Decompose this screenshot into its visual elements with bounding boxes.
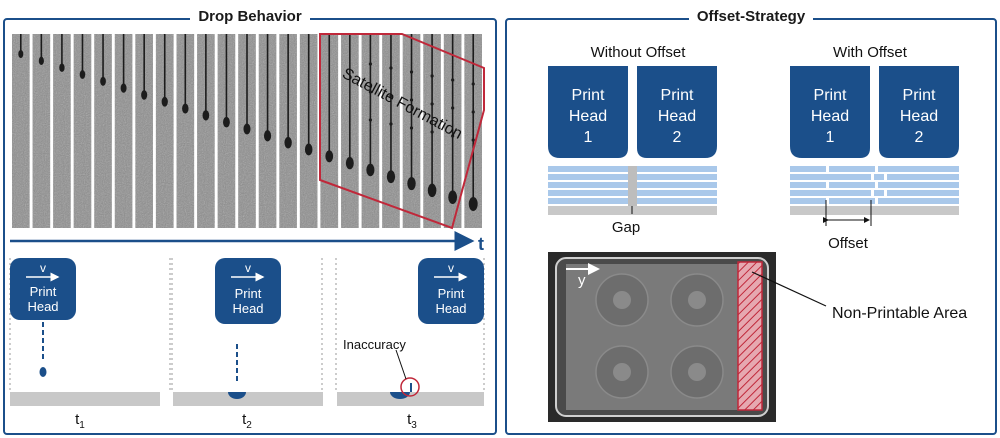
strip-frame xyxy=(423,34,441,228)
velocity-label: v xyxy=(245,261,251,275)
head-label-line: 1 xyxy=(826,129,835,146)
head-label-line: Head xyxy=(569,108,607,125)
gear-hub xyxy=(688,291,706,309)
head-label-line: Print xyxy=(572,87,605,104)
printed-layer-row xyxy=(548,198,717,204)
strip-frame xyxy=(464,34,482,228)
strip-frame xyxy=(94,34,112,228)
head-label-line: Print xyxy=(661,87,694,104)
strip-frame xyxy=(258,34,277,228)
non-printable-area-label: Non-Printable Area xyxy=(832,305,967,322)
gear-hub xyxy=(613,291,631,309)
head-label-line: Head xyxy=(900,108,938,125)
satellite-highlight-frame xyxy=(319,33,485,230)
without-offset-diagram: Without Offset Print Head 1 Print Head 2… xyxy=(548,44,717,236)
strip-frame xyxy=(197,34,215,228)
strip-frame xyxy=(73,34,92,228)
inaccuracy-circle xyxy=(400,377,420,397)
head-label-line: Head xyxy=(811,108,849,125)
time-label-t1: t1 xyxy=(75,411,85,431)
strip-frame xyxy=(341,34,359,228)
printed-layer-row xyxy=(790,190,959,196)
print-head-line: Head xyxy=(232,301,263,316)
with-offset-title: With Offset xyxy=(833,44,908,61)
head-label-line: Print xyxy=(814,87,847,104)
build-platform-photo: y xyxy=(548,252,776,422)
gap-label: Gap xyxy=(612,219,640,236)
time-label-t2: t2 xyxy=(242,411,252,431)
drop-image-strip: Satellite Formation xyxy=(10,33,485,230)
print-head-line: Head xyxy=(435,301,466,316)
head-label-line: 1 xyxy=(584,129,593,146)
strip-frame xyxy=(32,34,51,228)
print-head-2-block xyxy=(879,66,959,158)
strip-frame xyxy=(114,34,133,228)
inaccuracy-label: Inaccuracy xyxy=(343,337,406,352)
strip-frame xyxy=(12,34,30,228)
print-head-1-block xyxy=(548,66,628,158)
head-label-line: Head xyxy=(658,108,696,125)
inaccuracy-pointer xyxy=(395,349,407,380)
substrate xyxy=(10,392,160,406)
printed-layer-row xyxy=(548,174,717,180)
velocity-label: v xyxy=(448,261,454,275)
printed-layer-row xyxy=(548,166,717,172)
print-head-t3: v Print Head xyxy=(418,258,484,324)
strip-frame xyxy=(238,34,256,228)
strip-frame xyxy=(320,34,339,228)
strip-frame xyxy=(299,34,318,228)
offset-label: Offset xyxy=(828,235,869,252)
print-head-t1: v Print Head xyxy=(10,258,76,320)
drop-behavior-panel: Drop Behavior xyxy=(3,8,497,435)
gear-hub xyxy=(688,363,706,381)
strip-frame xyxy=(217,34,236,228)
head-label-line: 2 xyxy=(673,129,682,146)
strip-frame xyxy=(53,34,71,228)
strip-frame xyxy=(402,34,421,228)
y-axis-label: y xyxy=(578,272,586,289)
print-head-line: Print xyxy=(30,284,57,299)
falling-drop xyxy=(39,367,47,377)
offset-strategy-title: Offset-Strategy xyxy=(688,8,814,25)
strip-frame xyxy=(443,34,462,228)
printed-layer-row xyxy=(790,174,959,180)
print-head-line: Print xyxy=(438,286,465,301)
impacting-drop xyxy=(228,392,246,399)
printed-layer-row xyxy=(548,190,717,196)
printed-layer-row xyxy=(790,182,959,188)
drop-frames: v Print Head v Print Head v Print Head xyxy=(9,258,485,431)
offset-strategy-panel: Offset-Strategy xyxy=(505,8,997,435)
print-head-line: Print xyxy=(235,286,262,301)
strip-frame xyxy=(382,34,400,228)
strip-frame xyxy=(135,34,153,228)
strip-frame xyxy=(155,34,174,228)
non-printable-area-hatch xyxy=(737,261,763,411)
printed-layer-row xyxy=(548,182,717,188)
without-offset-title: Without Offset xyxy=(591,44,687,61)
print-head-t2: v Print Head xyxy=(215,258,281,324)
drop-behavior-title: Drop Behavior xyxy=(190,8,310,25)
gap-column xyxy=(628,166,637,206)
with-offset-diagram: With Offset Print Head 1 Print Head 2 Of… xyxy=(790,44,959,252)
gear-hub xyxy=(613,363,631,381)
velocity-label: v xyxy=(40,261,46,275)
strip-frame xyxy=(361,34,380,228)
strip-frame xyxy=(279,34,297,228)
head-label-line: 2 xyxy=(915,129,924,146)
time-axis-label: t xyxy=(478,234,484,254)
strip-frame xyxy=(176,34,195,228)
substrate xyxy=(173,392,323,406)
time-label-t3: t3 xyxy=(407,411,417,431)
printed-layer-row xyxy=(790,166,959,172)
printed-layer-row xyxy=(790,198,959,204)
print-head-line: Head xyxy=(27,299,58,314)
substrate xyxy=(337,392,484,406)
print-head-2-block xyxy=(637,66,717,158)
head-label-line: Print xyxy=(903,87,936,104)
print-head-1-block xyxy=(790,66,870,158)
non-printable-pointer xyxy=(751,271,827,307)
substrate xyxy=(790,206,959,215)
